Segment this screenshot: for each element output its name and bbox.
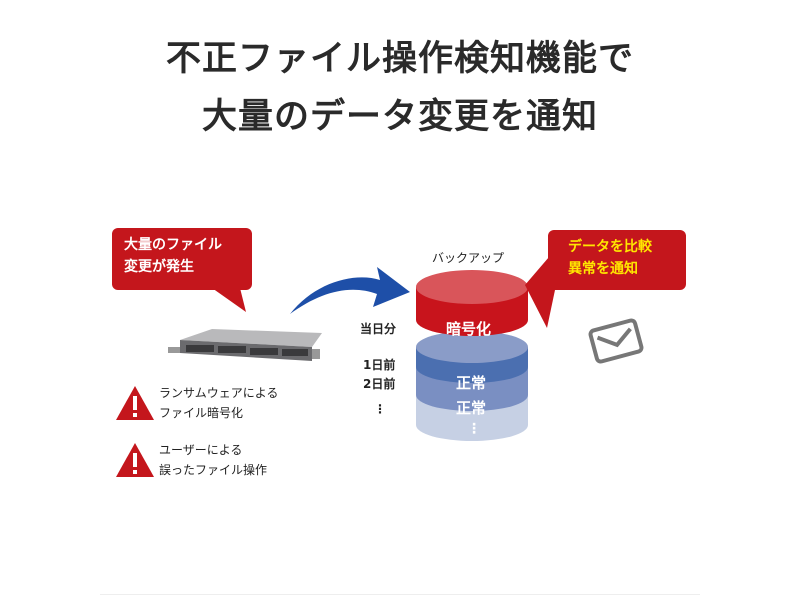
warning-text-line-2: 誤ったファイル操作 [159, 463, 268, 477]
layer-label-more: ⋮ [467, 421, 481, 437]
warning-text-line-2: ファイル暗号化 [159, 406, 244, 420]
callout-line-1: 大量のファイル [124, 237, 222, 253]
nas-server-image [168, 329, 322, 361]
label-1-day-ago: 1日前 [363, 358, 396, 372]
compare-notify-callout: データを比較 異常を通知 [548, 230, 686, 290]
warning-icon [116, 386, 154, 420]
warning-text-line-1: ユーザーによる [159, 443, 243, 457]
callout-line-2: 異常を通知 [568, 261, 638, 277]
file-change-callout: 大量のファイル 変更が発生 [112, 228, 252, 312]
callout-tail [212, 288, 246, 312]
content-panel [100, 180, 700, 595]
warning-user-error: ユーザーによる誤ったファイル操作 [115, 440, 267, 480]
warning-ransomware: ランサムウェアによるファイル暗号化 [115, 383, 278, 423]
layer-today-encrypted [416, 270, 528, 336]
layer-label-encrypted: 暗号化 [446, 320, 492, 338]
headline-line-2: 大量のデータ変更を通知 [201, 97, 598, 137]
backup-stack [416, 270, 528, 441]
layer-label-normal-1: 正常 [456, 374, 487, 392]
layer-label-normal-2: 正常 [456, 399, 487, 417]
label-more: ⋮ [374, 402, 386, 416]
backup-label: バックアップ [432, 251, 505, 265]
layer-1-day [416, 331, 528, 383]
label-2-days-ago: 2日前 [363, 377, 396, 391]
headline-line-1: 不正ファイル操作検知機能で [165, 39, 634, 79]
mail-icon [588, 318, 644, 364]
callout-tail [525, 250, 555, 328]
label-today: 当日分 [360, 322, 397, 336]
callout-line-2: 変更が発生 [124, 259, 194, 275]
callout-line-1: データを比較 [568, 239, 652, 255]
blue-arrow-icon [290, 267, 410, 314]
warning-text-line-1: ランサムウェアによる [159, 386, 279, 400]
warning-icon [116, 443, 154, 477]
